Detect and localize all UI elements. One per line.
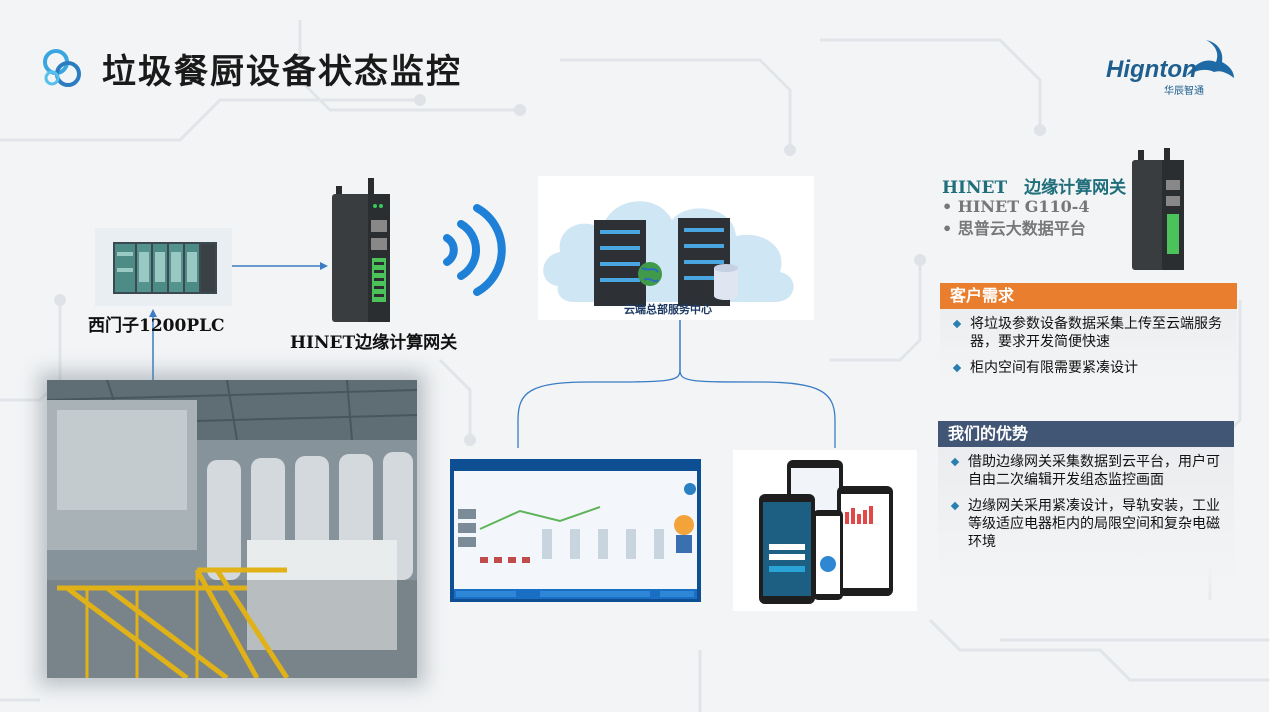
factory-photo — [47, 380, 417, 678]
plc-image — [95, 228, 232, 306]
brand-name: Hignton — [1106, 56, 1197, 83]
customer-needs-heading: 客户需求 — [940, 283, 1237, 309]
gateway-device-small-image — [1132, 148, 1184, 270]
database-icon — [714, 264, 738, 300]
scada-screen-image — [450, 459, 701, 602]
customer-needs-list: 将垃圾参数设备数据采集上传至云端服务器，要求开发简便快速 柜内空间有限需要紧凑设… — [940, 309, 1237, 377]
gateway-device-image — [332, 178, 390, 322]
customer-needs-panel: 客户需求 将垃圾参数设备数据采集上传至云端服务器，要求开发简便快速 柜内空间有限… — [940, 283, 1237, 401]
brand-logo: Hignton 华辰智通 — [1100, 32, 1240, 97]
brand-subtitle: 华辰智通 — [1164, 86, 1204, 97]
cloud-servers-illustration — [543, 201, 794, 306]
wifi-signal-icon — [443, 204, 506, 296]
cloud-panel — [538, 176, 814, 320]
server-icon — [594, 220, 646, 306]
product-item: 思普云大数据平台 — [942, 218, 1090, 240]
product-title: HINET 边缘计算网关 — [942, 178, 1127, 198]
gateway-label: HINET边缘计算网关 — [290, 333, 458, 353]
deer-logo-icon — [1186, 40, 1234, 78]
bullet-item: 边缘网关采用紧凑设计，导轨安装，工业等级适应电器柜内的局限空间和复杂电磁环境 — [952, 497, 1226, 551]
globe-icon — [638, 262, 662, 286]
advantages-heading: 我们的优势 — [938, 421, 1234, 447]
plc-label: 西门子1200PLC — [88, 316, 225, 336]
cloud-label: 云端总部服务中心 — [624, 303, 712, 316]
bullet-item: 借助边缘网关采集数据到云平台，用户可自由二次编辑开发组态监控画面 — [952, 453, 1226, 489]
bullet-item: 将垃圾参数设备数据采集上传至云端服务器，要求开发简便快速 — [954, 315, 1229, 351]
bullet-item: 柜内空间有限需要紧凑设计 — [954, 359, 1229, 377]
product-list: HINET G110-4 思普云大数据平台 — [942, 196, 1090, 240]
advantages-panel: 我们的优势 借助边缘网关采集数据到云平台，用户可自由二次编辑开发组态监控画面 边… — [938, 421, 1234, 621]
product-item: HINET G110-4 — [942, 196, 1090, 218]
logo-rings-icon — [43, 49, 81, 87]
mobile-app-image — [733, 450, 917, 611]
advantages-list: 借助边缘网关采集数据到云平台，用户可自由二次编辑开发组态监控画面 边缘网关采用紧… — [938, 447, 1234, 551]
page-title: 垃圾餐厨设备状态监控 — [102, 52, 462, 92]
